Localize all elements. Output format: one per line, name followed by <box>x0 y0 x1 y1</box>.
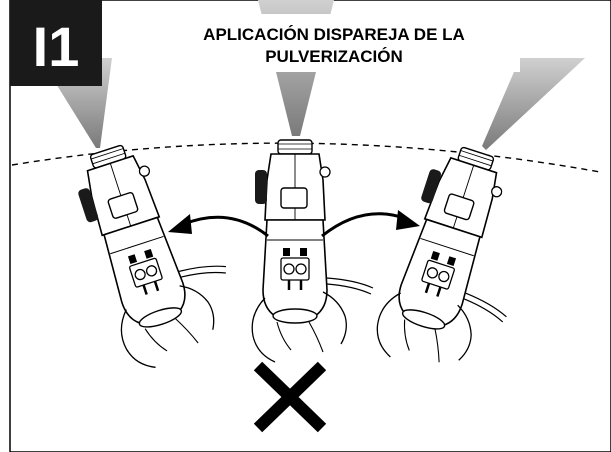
spray-gun-center <box>250 138 375 364</box>
figure-badge-label: I1 <box>33 15 80 78</box>
arrow-right-icon <box>321 210 420 238</box>
x-mark-icon <box>253 361 327 433</box>
title-line-2: PULVERIZACIÓN <box>265 47 403 66</box>
spray-gun-right <box>367 137 554 389</box>
spray-cone-right <box>482 58 585 150</box>
spray-gun-left <box>64 124 251 376</box>
figure-badge <box>10 0 102 86</box>
arrow-left-icon <box>168 214 269 238</box>
title-line-1: APLICACIÓN DISPAREJA DE LA <box>203 25 465 44</box>
figure-frame <box>9 0 611 452</box>
